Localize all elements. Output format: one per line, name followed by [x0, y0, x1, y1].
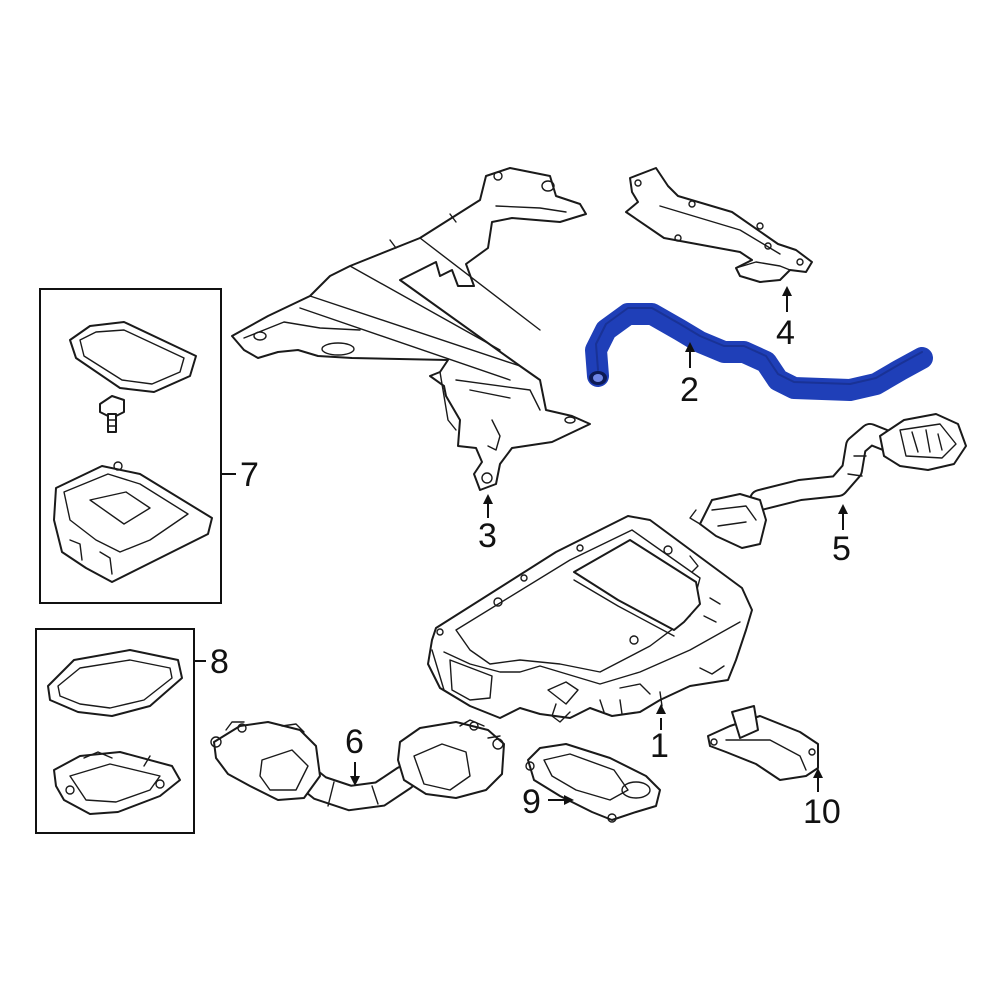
part-1-module[interactable]	[427, 515, 753, 723]
callout-1[interactable]: 1	[650, 727, 669, 765]
callout-8[interactable]: 8	[210, 643, 229, 681]
callout-5[interactable]: 5	[832, 530, 851, 568]
part-10-mount[interactable]	[707, 705, 819, 781]
part-7-housing[interactable]	[53, 461, 213, 583]
part-2-hose[interactable]	[585, 303, 933, 401]
part-7-gasket[interactable]	[69, 321, 197, 393]
part-8-cover[interactable]	[53, 751, 181, 815]
callout-7[interactable]: 7	[240, 456, 259, 494]
part-5-hose-assembly[interactable]	[689, 413, 967, 549]
callout-6[interactable]: 6	[345, 723, 364, 761]
part-7-bolt[interactable]	[99, 395, 125, 433]
callouts: 1 2 3 4 5 6 7 8 9 10	[210, 314, 851, 831]
callout-4[interactable]: 4	[776, 314, 795, 352]
part-9-cover[interactable]	[525, 743, 661, 823]
callout-10[interactable]: 10	[803, 793, 841, 831]
callout-9[interactable]: 9	[522, 783, 541, 821]
part-6-duct[interactable]	[210, 719, 505, 812]
leaders	[194, 286, 848, 805]
callout-2[interactable]: 2	[680, 371, 699, 409]
box-7	[39, 288, 222, 604]
part-3-bracket[interactable]	[231, 167, 591, 491]
part-4-plate[interactable]	[625, 167, 813, 283]
box-8	[35, 628, 195, 834]
part-8-gasket[interactable]	[47, 649, 183, 717]
callout-3[interactable]: 3	[478, 517, 497, 555]
